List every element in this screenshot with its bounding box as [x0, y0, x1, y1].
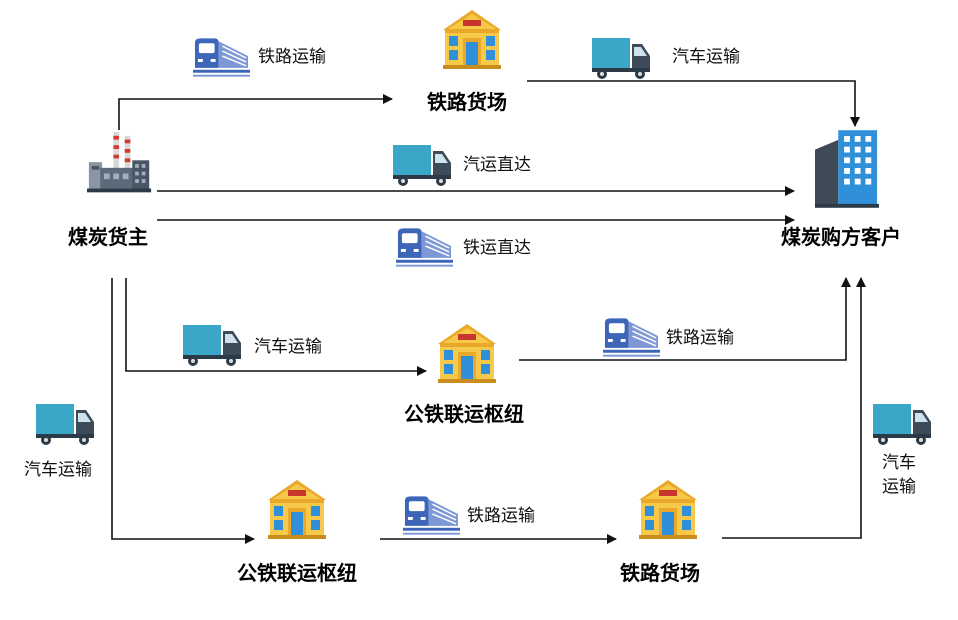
path-railyard-top-to-buyer	[527, 80, 860, 127]
warehouse-icon	[639, 480, 697, 539]
train-icon	[396, 228, 453, 268]
path-owner-to-hub-bottom	[111, 278, 255, 544]
label-truck-transport-right-line2: 运输	[882, 477, 916, 497]
office-building-icon	[815, 130, 879, 208]
truck-icon	[393, 145, 451, 186]
truck-icon	[873, 404, 931, 445]
path-hub-middle-to-buyer	[519, 277, 851, 361]
truck-icon	[36, 404, 94, 445]
label-rail-direct: 铁运直达	[463, 238, 531, 258]
train-icon	[403, 496, 460, 536]
label-truck-transport-right-line1: 汽车	[882, 453, 916, 473]
label-truck-direct: 汽运直达	[463, 155, 531, 175]
path-railyard-bottom-to-buyer	[722, 277, 866, 539]
node-hub-middle: 公铁联运枢纽	[404, 402, 524, 426]
truck-icon	[183, 325, 241, 366]
warehouse-icon	[268, 480, 326, 539]
label-truck-transport-left: 汽车运输	[24, 460, 92, 480]
label-rail-transport-top: 铁路运输	[258, 47, 326, 67]
warehouse-icon	[443, 10, 501, 69]
node-rail-yard-top: 铁路货场	[427, 90, 507, 114]
train-icon	[193, 38, 250, 78]
label-rail-transport-bottom: 铁路运输	[467, 506, 535, 526]
factory-icon	[87, 132, 152, 193]
warehouse-icon	[438, 324, 496, 383]
label-rail-transport-middle: 铁路运输	[666, 328, 734, 348]
label-truck-transport-top: 汽车运输	[672, 47, 740, 67]
truck-icon	[592, 38, 650, 79]
label-truck-transport-middle: 汽车运输	[254, 337, 322, 357]
node-rail-yard-bottom: 铁路货场	[620, 561, 700, 585]
node-hub-bottom: 公铁联运枢纽	[237, 561, 357, 585]
path-owner-to-railyard-top	[118, 94, 393, 130]
path-owner-to-hub-middle	[125, 278, 427, 376]
node-coal-owner: 煤炭货主	[68, 225, 148, 249]
train-icon	[603, 318, 660, 358]
node-coal-buyer: 煤炭购方客户	[781, 225, 901, 249]
